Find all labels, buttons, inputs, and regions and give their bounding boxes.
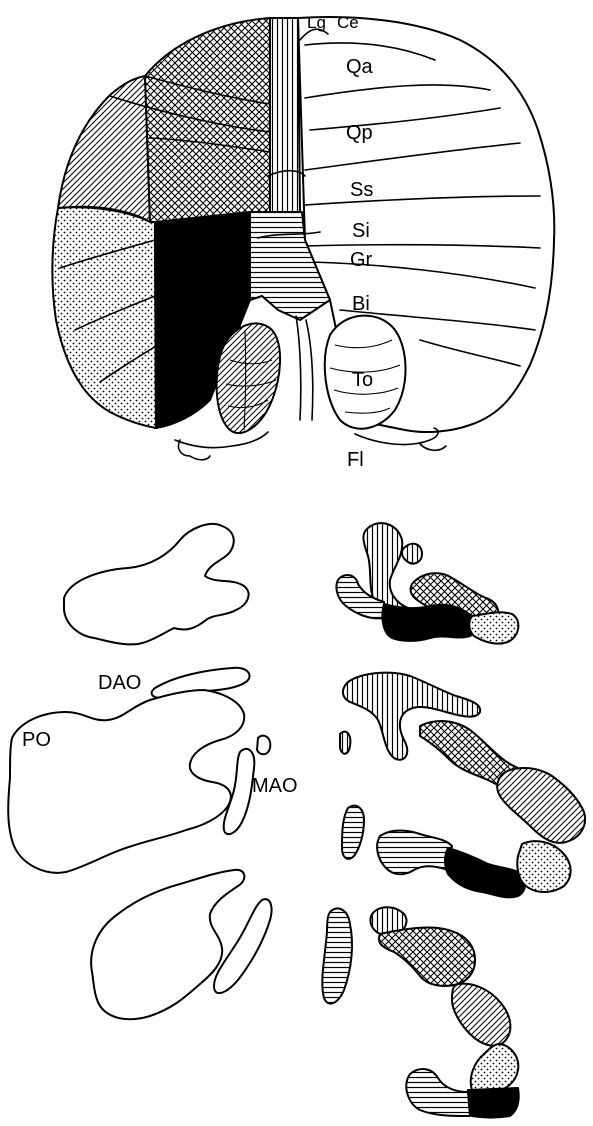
label-ce: Ce (337, 13, 359, 32)
right-s2-horizontal-left (342, 806, 364, 859)
label-qp: Qp (346, 122, 373, 144)
right-s3-stipple (471, 1044, 519, 1092)
label-lg: Lg (307, 13, 326, 32)
right-s3-horizontal (406, 1069, 470, 1116)
right-s1-solid (382, 604, 476, 641)
right-s3-horizontal-strip (322, 908, 352, 1003)
label-qa: Qa (346, 56, 374, 78)
vermis-vertical-region (270, 18, 300, 218)
right-s3-solid (466, 1088, 519, 1118)
label-dao: DAO (98, 672, 141, 694)
label-po: PO (22, 729, 51, 751)
right-s2-diagonal (497, 768, 585, 843)
right-s2-horizontal (377, 831, 452, 875)
right-s1-vertical-cap (402, 544, 422, 564)
label-gr: Gr (350, 249, 373, 271)
right-olive-sections (322, 523, 585, 1117)
left-flocculus (175, 432, 268, 460)
label-mao: MAO (252, 775, 298, 797)
left-section-3 (91, 870, 244, 1019)
right-s1-stipple (469, 612, 518, 643)
label-bi: Bi (352, 293, 370, 315)
left-small-bit (257, 736, 270, 755)
right-s2-stipple (517, 841, 570, 892)
label-to: To (352, 369, 373, 391)
label-si: Si (352, 220, 370, 242)
right-s3-crosshatch (379, 927, 475, 985)
left-section-2 (8, 690, 244, 873)
label-ss: Ss (350, 179, 373, 201)
left-crosshatch-region (145, 18, 270, 222)
left-diagonal-region (58, 76, 150, 222)
right-s2-solid (445, 848, 525, 897)
left-olive-sections (8, 524, 271, 1019)
label-fl: Fl (347, 449, 364, 471)
left-section-1 (64, 524, 249, 644)
right-s3-diagonal (452, 984, 510, 1046)
right-s2-vertical-small (340, 732, 350, 754)
cerebellum-diagram (52, 17, 554, 460)
